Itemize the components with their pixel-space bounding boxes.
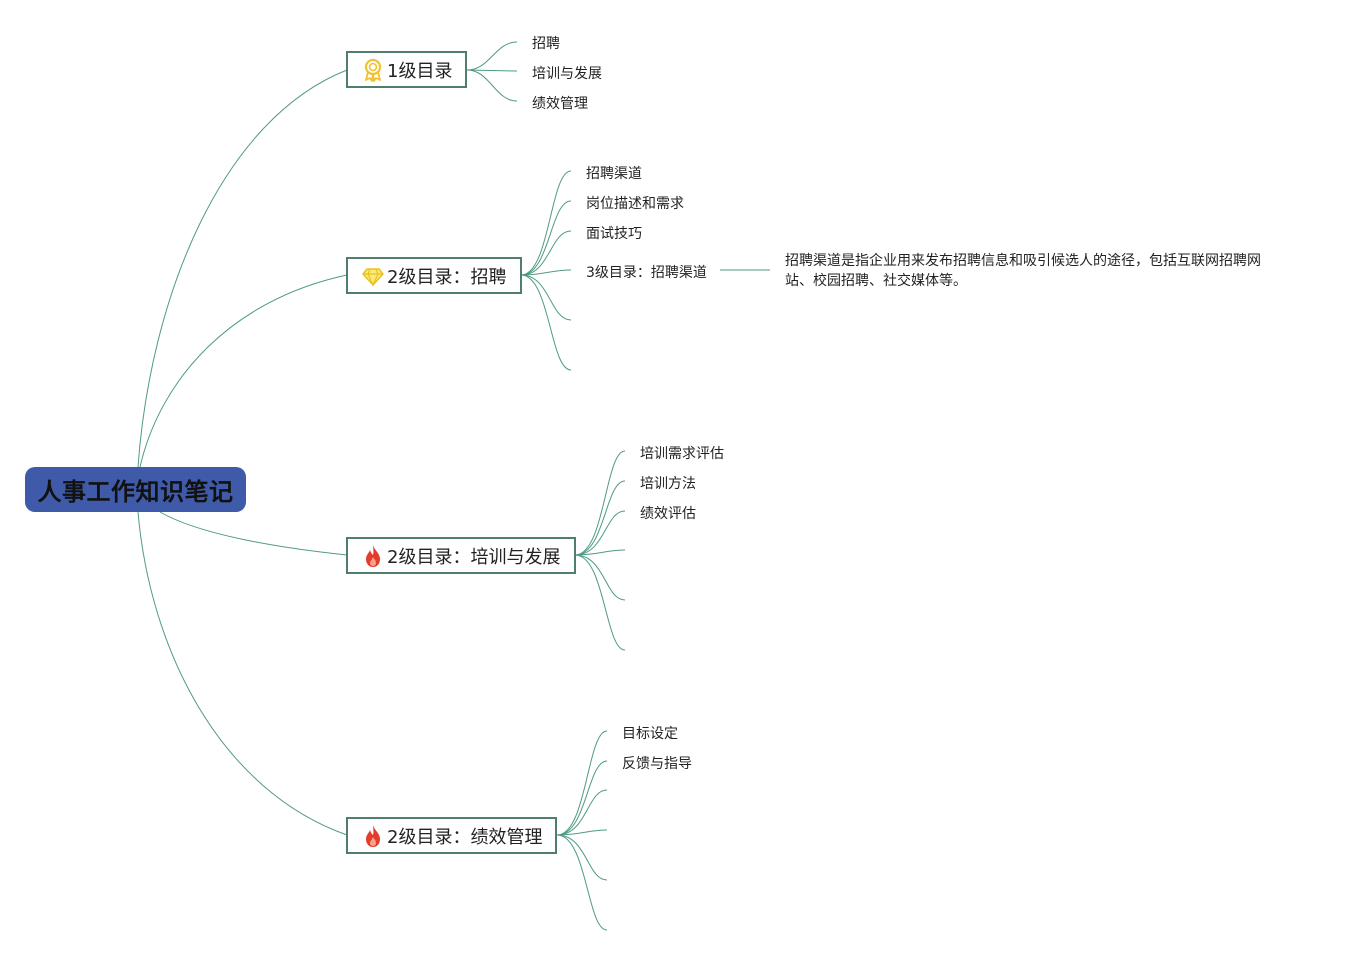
connector-b4-leaf-1 — [556, 730, 608, 836]
connector-b4-leaf-2 — [556, 760, 608, 836]
branch-topic-2[interactable]: 2级目录：招聘 — [346, 257, 522, 294]
subtopic-b2-2[interactable]: 岗位描述和需求 — [586, 196, 684, 212]
subtopic-b3-1[interactable]: 培训需求评估 — [640, 446, 724, 462]
connector-root-branch-4 — [137, 511, 348, 836]
diamond-icon — [362, 264, 384, 288]
connector-root-branch-3 — [159, 511, 348, 556]
fire-icon — [362, 824, 384, 848]
subtopic-b1-2[interactable]: 培训与发展 — [532, 66, 602, 82]
connector-b2-leaf-1 — [520, 170, 572, 276]
subtopic-b3-3[interactable]: 绩效评估 — [640, 506, 696, 522]
connector-b4-leaf-6 — [556, 834, 608, 931]
branch-topic-3-label: 2级目录：培训与发展 — [387, 546, 561, 568]
note-recruitment-channels[interactable]: 招聘渠道是指企业用来发布招聘信息和吸引候选人的途径，包括互联网招聘网站、校园招聘… — [785, 253, 1261, 289]
connector-root-branch-2 — [139, 274, 348, 468]
subtopic-b4-2[interactable]: 反馈与指导 — [622, 756, 692, 772]
subtopic-b2-4[interactable]: 3级目录：招聘渠道 — [586, 265, 707, 281]
connector-b2-leaf-4 — [520, 269, 572, 276]
root-topic[interactable]: 人事工作知识笔记 — [25, 467, 246, 512]
branch-topic-4-label: 2级目录：绩效管理 — [387, 826, 543, 848]
branch-topic-1-label: 1级目录 — [387, 60, 453, 82]
subtopic-b1-3[interactable]: 绩效管理 — [532, 96, 588, 112]
fire-icon — [362, 544, 384, 568]
subtopic-b4-1[interactable]: 目标设定 — [622, 726, 678, 742]
subtopic-b3-2[interactable]: 培训方法 — [640, 476, 696, 492]
subtopic-b1-1[interactable]: 招聘 — [532, 36, 560, 52]
connector-b3-leaf-6 — [574, 554, 626, 651]
connector-b2-leaf-2 — [520, 200, 572, 276]
connector-b2-leaf-6 — [520, 274, 572, 371]
connector-b1-leaf-1 — [466, 41, 518, 71]
connector-b3-leaf-5 — [574, 554, 626, 601]
connector-b3-leaf-4 — [574, 549, 626, 556]
subtopic-b2-3[interactable]: 面试技巧 — [586, 226, 642, 242]
connector-b2-leaf-3 — [520, 230, 572, 276]
connector-root-branch-1 — [137, 69, 348, 468]
connector-b4-leaf-3 — [556, 789, 608, 836]
branch-topic-1[interactable]: 1级目录 — [346, 51, 467, 88]
connector-b3-leaf-2 — [574, 480, 626, 556]
award-medal-icon — [362, 58, 384, 82]
connector-b3-leaf-3 — [574, 510, 626, 556]
subtopic-b2-1[interactable]: 招聘渠道 — [586, 166, 642, 182]
connector-b4-leaf-5 — [556, 834, 608, 881]
connector-b4-leaf-4 — [556, 829, 608, 836]
root-topic-title: 人事工作知识笔记 — [37, 478, 234, 506]
branch-topic-4[interactable]: 2级目录：绩效管理 — [346, 817, 557, 854]
branch-topic-2-label: 2级目录：招聘 — [387, 266, 507, 288]
branch-topic-3[interactable]: 2级目录：培训与发展 — [346, 537, 576, 574]
connector-b1-leaf-2 — [466, 69, 518, 72]
connector-b3-leaf-1 — [574, 450, 626, 556]
connector-b2-leaf-5 — [520, 274, 572, 321]
connector-b1-leaf-3 — [466, 69, 518, 102]
